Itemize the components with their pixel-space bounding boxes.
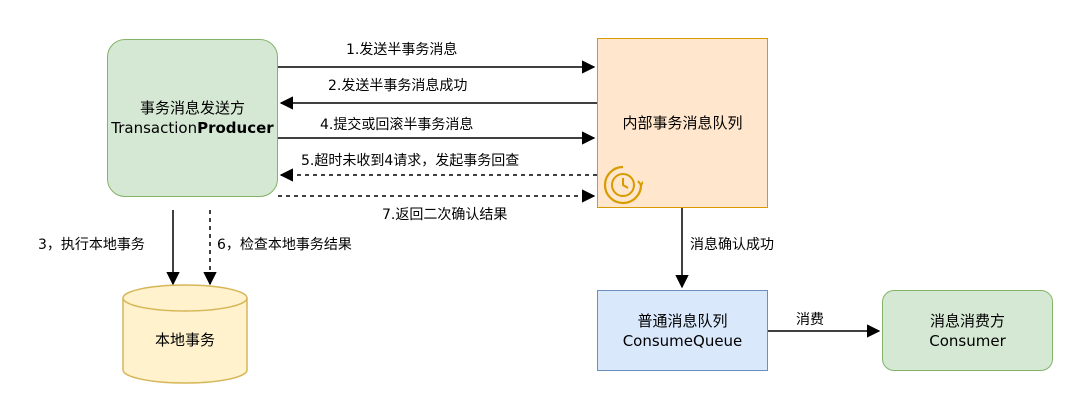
timeout-clock-icon — [603, 165, 643, 205]
producer-title: 事务消息发送方 — [139, 99, 245, 117]
normal-queue-title: 普通消息队列 — [637, 311, 728, 330]
producer-subtitle: TransactionProducer — [111, 118, 273, 138]
label-e2: 2.发送半事务消息成功 — [327, 77, 469, 95]
producer-subtitle-b: Producer — [197, 119, 274, 137]
internal-queue-node: 内部事务消息队列 — [597, 38, 768, 208]
consumer-title: 消息消费方 — [929, 311, 1005, 330]
label-consume: 消费 — [795, 311, 825, 329]
producer-subtitle-a: Transaction — [111, 119, 198, 137]
label-e1: 1.发送半事务消息 — [345, 41, 459, 59]
normal-queue-node: 普通消息队列 ConsumeQueue — [597, 290, 768, 371]
label-e7: 7.返回二次确认结果 — [381, 206, 509, 224]
label-e4: 4.提交或回滚半事务消息 — [319, 116, 475, 134]
label-confirm: 消息确认成功 — [689, 236, 775, 254]
label-e5: 5.超时未收到4请求，发起事务回查 — [300, 152, 521, 170]
producer-node: 事务消息发送方 TransactionProducer — [107, 39, 278, 197]
consumer-node: 消息消费方 Consumer — [882, 290, 1053, 371]
consumer-subtitle: Consumer — [929, 331, 1006, 350]
local-db-label: 本地事务 — [154, 331, 215, 349]
normal-queue-subtitle: ConsumeQueue — [622, 331, 743, 350]
internal-queue-label: 内部事务消息队列 — [622, 114, 743, 132]
local-db-cylinder-icon — [122, 284, 248, 384]
label-e3: 3，执行本地事务 — [37, 236, 146, 254]
label-e6: 6，检查本地事务结果 — [216, 236, 353, 254]
